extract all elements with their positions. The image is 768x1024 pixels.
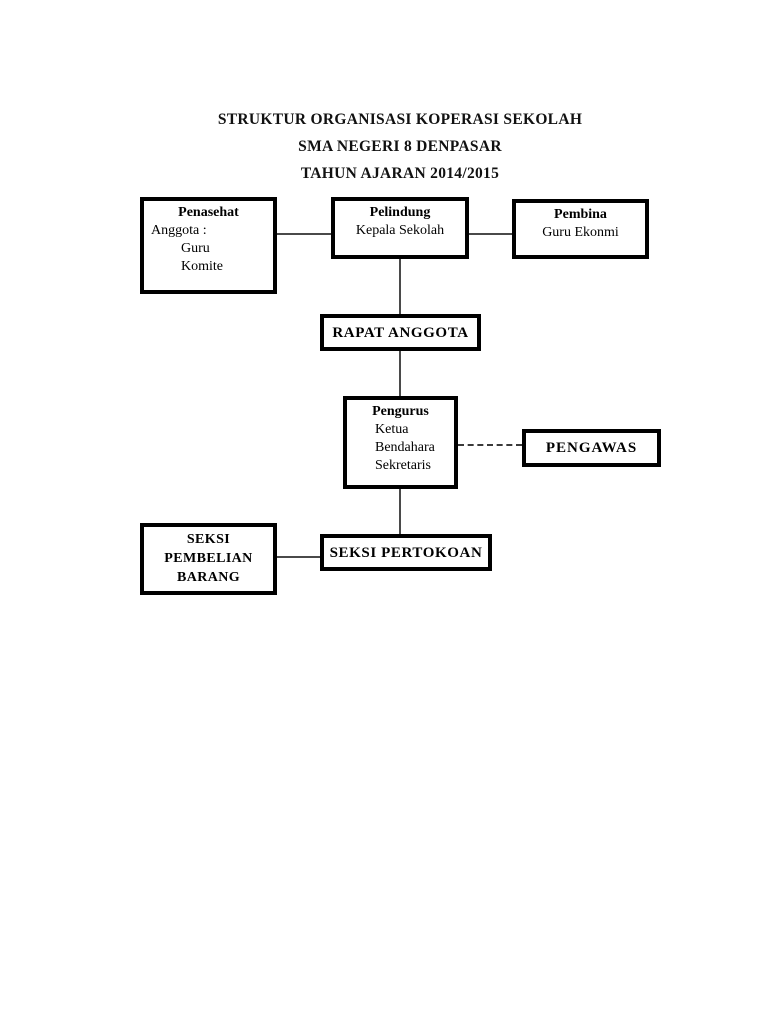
penasehat-title: Penasehat: [178, 205, 239, 220]
pengurus-line-ketua: Ketua: [375, 422, 409, 437]
pengawas-title: PENGAWAS: [545, 440, 638, 456]
pelindung-subtitle: Kepala Sekolah: [355, 223, 445, 238]
penasehat-line-komite: Komite: [181, 259, 223, 274]
seksi-pembelian-line-2: PEMBELIAN: [164, 551, 253, 566]
node-seksi-pembelian-barang: SEKSI PEMBELIAN BARANG: [140, 523, 277, 595]
node-pengurus: Pengurus Ketua Bendahara Sekretaris: [343, 396, 458, 489]
connector-penasehat-pelindung: [277, 233, 331, 235]
pelindung-title: Pelindung: [369, 205, 431, 220]
node-pembina: Pembina Guru Ekonmi: [512, 199, 649, 259]
connector-pengurus-seksi-pertokoan: [399, 489, 401, 534]
connector-rapat-anggota-pengurus: [399, 351, 401, 396]
node-penasehat: Penasehat Anggota : Guru Komite: [140, 197, 277, 294]
connector-seksi-pembelian-seksi-pertokoan: [277, 556, 320, 558]
node-pelindung: Pelindung Kepala Sekolah: [331, 197, 469, 259]
penasehat-line-anggota: Anggota :: [151, 223, 207, 238]
penasehat-line-guru: Guru: [181, 241, 210, 256]
pengurus-title: Pengurus: [372, 404, 429, 419]
seksi-pertokoan-title: SEKSI PERTOKOAN: [329, 544, 483, 561]
connector-pengurus-pengawas-dashed: [458, 444, 522, 446]
node-seksi-pertokoan: SEKSI PERTOKOAN: [320, 534, 492, 571]
connector-pelindung-rapat-anggota: [399, 259, 401, 314]
title-line-3: TAHUN AJARAN 2014/2015: [300, 165, 500, 182]
pengurus-line-bendahara: Bendahara: [375, 440, 435, 455]
seksi-pembelian-line-3: BARANG: [176, 570, 241, 585]
pembina-title: Pembina: [554, 207, 607, 222]
node-pengawas: PENGAWAS: [522, 429, 661, 467]
document-title: STRUKTUR ORGANISASI KOPERASI SEKOLAH SMA…: [84, 106, 716, 187]
connector-pelindung-pembina: [469, 233, 512, 235]
seksi-pembelian-line-1: SEKSI: [186, 532, 231, 547]
node-rapat-anggota: RAPAT ANGGOTA: [320, 314, 481, 351]
title-line-1: STRUKTUR ORGANISASI KOPERASI SEKOLAH: [217, 111, 583, 128]
pengurus-line-sekretaris: Sekretaris: [375, 458, 431, 473]
title-line-2: SMA NEGERI 8 DENPASAR: [298, 138, 502, 155]
rapat-anggota-title: RAPAT ANGGOTA: [332, 324, 469, 341]
pembina-subtitle: Guru Ekonmi: [542, 225, 619, 240]
